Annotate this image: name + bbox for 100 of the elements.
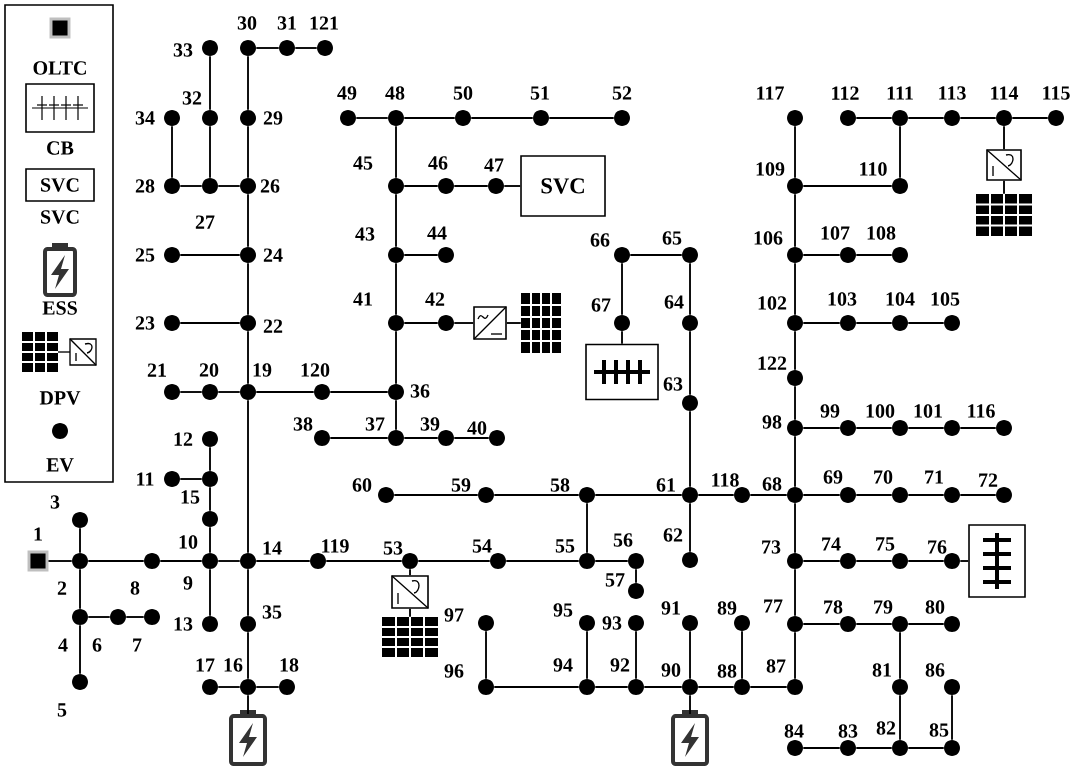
line [395,125,397,179]
bus-number: 34 [135,111,155,125]
bus-number: 33 [173,43,193,57]
bus-dot [164,315,180,331]
bus-dot [478,487,494,503]
line [209,446,211,472]
bus-number: 100 [866,404,895,418]
bus-number: 95 [553,603,573,617]
bus-number: 40 [467,421,487,435]
bus-dot [996,110,1012,126]
bus-dot [240,178,256,194]
bus-number: 116 [968,404,995,418]
bus-number: 50 [453,86,473,100]
line [453,437,490,439]
bus-dot [787,553,803,569]
bus-number: 112 [832,86,859,100]
bus-dot [438,247,454,263]
bus-dot [388,110,404,126]
bus-number: 19 [253,363,272,377]
line [325,560,403,562]
bus-number: 18 [280,658,299,672]
bus-dot [628,583,644,599]
bus-dot [579,615,595,631]
bus-number: 11 [137,472,154,486]
bus-dot [533,110,549,126]
bus-number: 122 [758,356,787,370]
bus-dot [840,110,856,126]
bus-dot [310,553,326,569]
legend-label: OLTC [33,61,86,75]
bus-number: 23 [135,316,155,330]
bus-dot [579,679,595,695]
bus-number: 68 [762,477,782,491]
bus-dot [314,430,330,446]
bus-dot [840,420,856,436]
line [586,630,588,680]
line [247,330,249,385]
line [255,47,280,49]
bus-dot [202,679,218,695]
bus-dot [840,315,856,331]
inverter-box [986,149,1022,181]
line [794,193,796,248]
bus-number: 103 [828,292,857,306]
bus-number: 39 [420,417,440,431]
bus-number: 101 [914,404,942,418]
line [794,385,796,421]
bus-dot [340,110,356,126]
line [470,117,534,119]
bus-number: 13 [174,617,193,631]
line [329,437,389,439]
bus-dot [164,384,180,400]
bus-dot [240,247,256,263]
line [794,262,796,316]
bus-number: 93 [602,616,622,630]
bus-dot [240,315,256,331]
line [689,630,691,680]
bus-number: 46 [428,156,448,170]
line [959,427,997,429]
bus-number: 2 [57,581,67,595]
capacitor-bank-box [585,343,659,401]
line [255,560,311,562]
bus-number: 90 [661,663,681,677]
bus-number: 61 [656,478,675,492]
bus-dot [682,247,698,263]
bus-number: 66 [590,233,610,247]
bus-number: 121 [310,16,338,30]
bus-number: 72 [979,473,998,487]
bus-dot [240,384,256,400]
bus-dot [734,679,750,695]
bus-number: 59 [451,478,471,492]
bus-dot [402,553,418,569]
solar-panel [520,292,562,354]
bus-number: 32 [182,91,202,105]
bus-dot [840,616,856,632]
bus-number: 109 [756,162,785,176]
bus-number: 36 [410,384,430,398]
bus-number: 65 [662,231,682,245]
line [255,391,315,393]
bus-dot [579,553,595,569]
bus-dot [202,511,218,527]
bus-dot [682,679,698,695]
bus-dot [628,615,644,631]
bus-dot [388,384,404,400]
line [393,494,479,496]
line [802,185,893,187]
bus-dot [682,315,698,331]
bus-dot [996,420,1012,436]
line [689,502,691,553]
line [594,560,629,562]
bus-number: 9 [183,576,193,590]
bus-dot [240,616,256,632]
bus-number: 47 [484,158,504,172]
line [594,494,683,496]
bus-number: 99 [820,404,840,418]
bus-number: 43 [355,227,375,241]
line [794,568,796,617]
bus-number: 119 [322,539,349,553]
bus-dot [787,370,803,386]
bus-number: 37 [365,417,385,431]
bus-number: 108 [867,226,896,240]
bus-number: 56 [613,533,633,547]
